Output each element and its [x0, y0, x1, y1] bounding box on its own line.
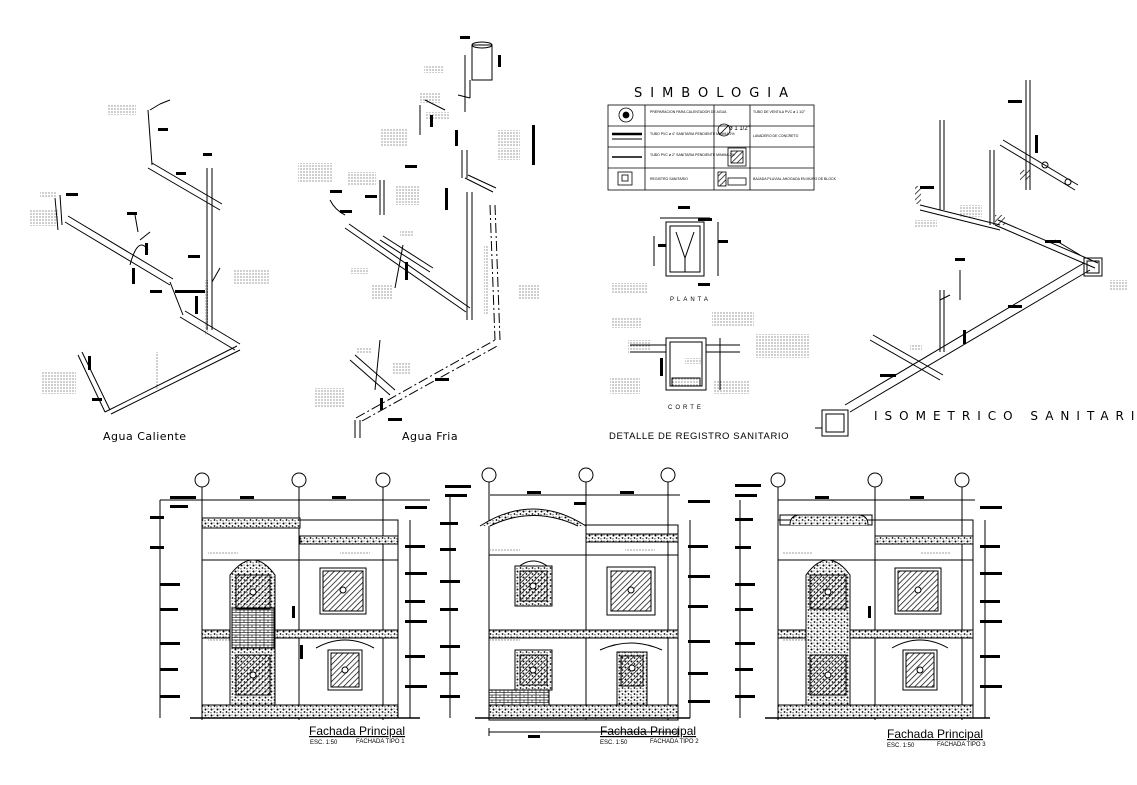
legend-row2-left: TUBO PVC ø 4" SANITARIA PENDIENTE MINIMA…: [650, 132, 735, 136]
vent-pipe-icon: [717, 123, 731, 137]
facade-2-type: FACHADA TIPO 2: [650, 739, 699, 745]
registro-caption: DETALLE DE REGISTRO SANITARIO: [609, 431, 789, 442]
facade-type-2: [449, 467, 691, 736]
facade-1-scale: ESC. 1:50: [310, 740, 338, 746]
water-heater-icon: [618, 107, 634, 123]
cold-water-labels: [298, 36, 540, 421]
facade-2-annotations: [440, 485, 710, 738]
sanitary-labels: [880, 100, 1128, 377]
hot-water-isometric: [54, 99, 241, 415]
legend-row4-left: REGISTRO SANITARIO: [650, 177, 688, 181]
legend-row3-left: TUBO PVC ø 2" SANITARIA PENDIENTE MINIMA…: [650, 153, 735, 157]
facade-1-type: FACHADA TIPO 1: [356, 739, 405, 745]
facade-3-type: FACHADA TIPO 3: [937, 742, 986, 748]
facade-2-scale: ESC. 1:50: [600, 740, 628, 746]
facade-3-annotations: [735, 484, 1002, 698]
concrete-sink-icon: [727, 147, 747, 167]
hot-water-labels: [30, 105, 270, 401]
legend-row1-right: TUBO DE VENTILA PVC ø 1 1/2": [753, 110, 806, 114]
legend-table: [607, 104, 815, 191]
facade-1-title: Fachada Principal: [309, 724, 405, 738]
facade-type-3: [739, 472, 990, 720]
rain-downspout-icon: [717, 171, 727, 187]
legend-vent-symbol-label: ø 1 1/2": [729, 126, 750, 132]
registro-section-label: CORTE: [668, 405, 704, 411]
facade-3-scale: ESC. 1:50: [887, 743, 915, 749]
legend-row4-right: BAJADA PLUVIAL AHOGADA EN MURO DE BLOCK: [753, 177, 837, 181]
sanitary-register-icon: [617, 171, 633, 186]
facade-2-title: Fachada Principal: [600, 724, 696, 738]
legend-row1-left: PREPARACION PARA CALENTADOR DE AGUA: [650, 110, 727, 114]
legend-row2-right: LAVADERO DE CONCRETO: [753, 134, 799, 138]
cold-water-isometric: [329, 41, 501, 438]
facade-1-annotations: [150, 496, 427, 698]
legend-title: SIMBOLOGIA: [634, 86, 796, 101]
registro-plan-label: PLANTA: [670, 297, 711, 303]
facade-type-1: [159, 472, 430, 720]
sanitary-caption: ISOMETRICO SANITARIO: [874, 409, 1137, 423]
legend-texts: PREPARACION PARA CALENTADOR DE AGUA TUBO…: [650, 110, 837, 181]
cold-water-caption: Agua Fria: [402, 430, 458, 443]
hot-water-caption: Agua Caliente: [103, 430, 187, 443]
legend-symbols: [612, 107, 747, 187]
facade-3-title: Fachada Principal: [887, 727, 983, 741]
